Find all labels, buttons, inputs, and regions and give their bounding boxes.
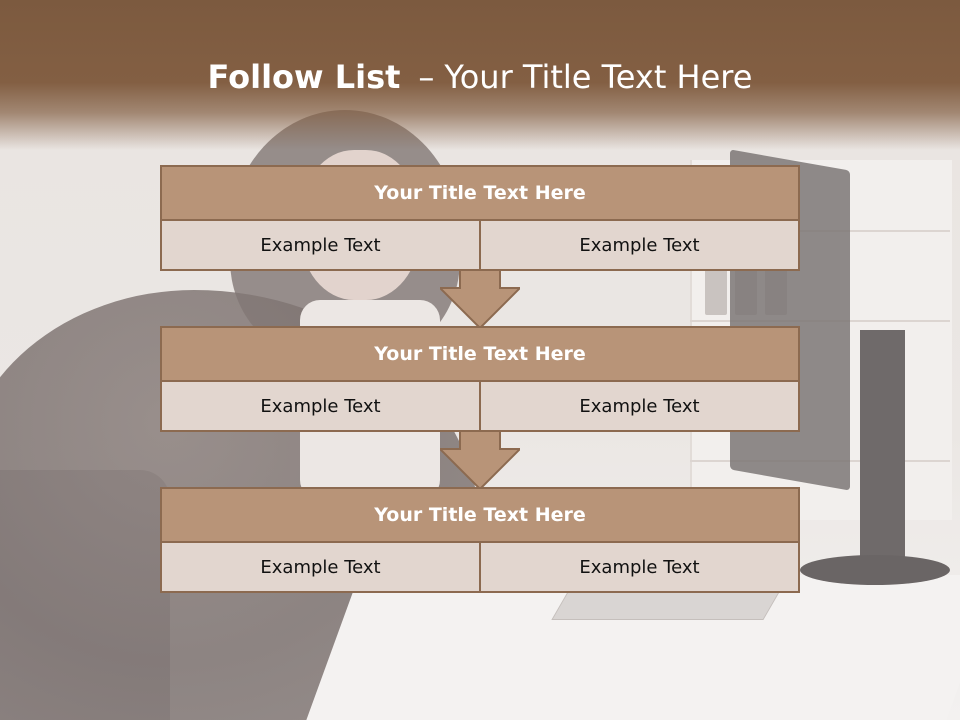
block-cell-left: Example Text	[160, 382, 481, 432]
block-cell-left: Example Text	[160, 543, 481, 593]
keyboard	[551, 590, 781, 620]
monitor-stand-base	[800, 555, 950, 585]
block-cell-left: Example Text	[160, 221, 481, 271]
block-cell-right: Example Text	[479, 543, 800, 593]
block-cell-right: Example Text	[479, 221, 800, 271]
slide-title-bold: Follow List	[207, 58, 401, 96]
slide-title: Follow List – Your Title Text Here	[0, 52, 960, 102]
header-band	[0, 0, 960, 150]
down-arrow-icon	[440, 270, 520, 328]
block-row: Example Text Example Text	[160, 543, 800, 593]
block-cell-right: Example Text	[479, 382, 800, 432]
slide-title-separator: –	[418, 58, 435, 96]
down-arrow-icon	[440, 431, 520, 489]
flow-block-1: Your Title Text Here Example Text Exampl…	[160, 165, 800, 271]
monitor-stand	[860, 330, 905, 575]
block-title: Your Title Text Here	[160, 326, 800, 382]
block-title: Your Title Text Here	[160, 165, 800, 221]
binder	[705, 265, 727, 315]
flow-block-2: Your Title Text Here Example Text Exampl…	[160, 326, 800, 432]
block-title: Your Title Text Here	[160, 487, 800, 543]
slide-title-rest: Your Title Text Here	[444, 58, 753, 96]
flow-block-3: Your Title Text Here Example Text Exampl…	[160, 487, 800, 593]
block-row: Example Text Example Text	[160, 221, 800, 271]
block-row: Example Text Example Text	[160, 382, 800, 432]
